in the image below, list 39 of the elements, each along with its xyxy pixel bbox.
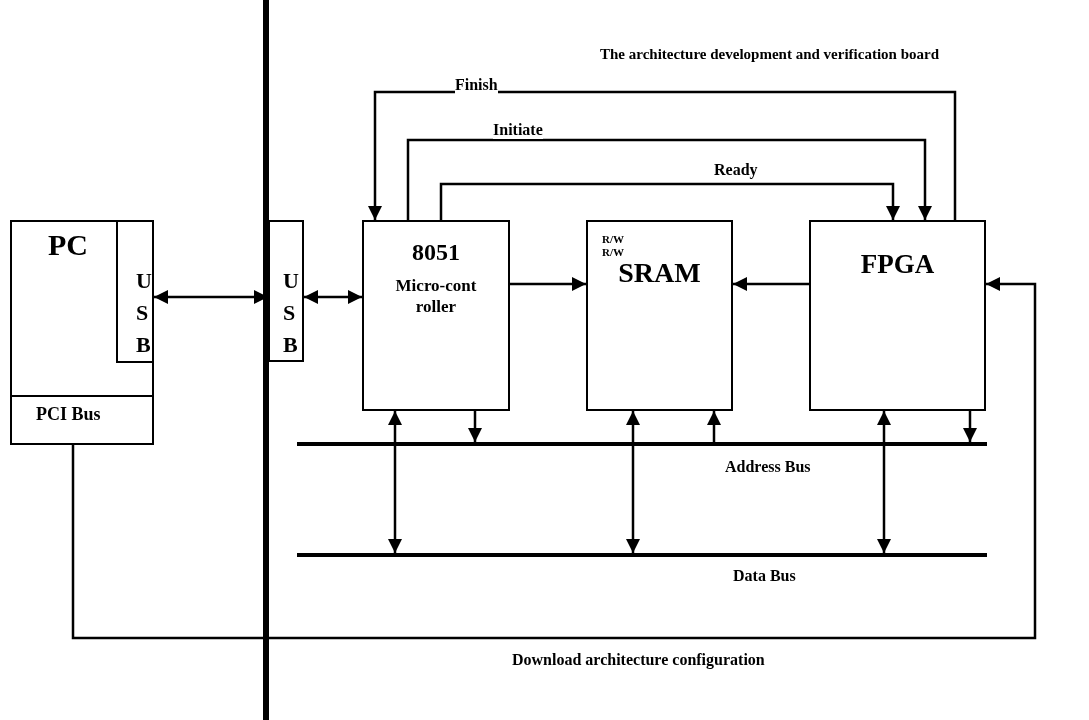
node-label: R/W xyxy=(602,233,624,246)
address-bus-bar xyxy=(297,442,987,446)
arrow xyxy=(368,90,957,220)
fpga-box xyxy=(809,220,986,411)
node-label: SRAM xyxy=(617,258,702,289)
arrow xyxy=(468,411,482,442)
arrow xyxy=(388,411,402,553)
pc-box xyxy=(10,220,154,397)
edge-label: Download architecture configuration xyxy=(512,651,765,669)
arrow xyxy=(439,182,900,220)
arrow xyxy=(877,411,891,553)
sram-box xyxy=(586,220,733,411)
arrow xyxy=(510,277,586,291)
arrow xyxy=(963,411,977,442)
bus-label: Data Bus xyxy=(733,567,796,585)
node-label: USB xyxy=(136,267,153,359)
node-label: 8051 xyxy=(411,239,461,266)
data-bus-bar xyxy=(297,553,987,557)
node-label: PCI Bus xyxy=(36,405,101,425)
bus-label: Address Bus xyxy=(725,458,811,476)
arrow xyxy=(626,411,640,553)
edge-label: Initiate xyxy=(493,121,543,139)
arrow xyxy=(304,290,362,304)
board-title: The architecture development and verification board xyxy=(600,46,939,63)
node-label: R/W xyxy=(602,246,624,259)
edge-label: Ready xyxy=(714,161,758,179)
arrow xyxy=(71,277,1037,640)
node-label: Micro-controller xyxy=(394,275,478,318)
node-label: FPGA xyxy=(859,250,936,280)
usb-port-box xyxy=(268,220,304,362)
arrow xyxy=(707,411,721,442)
pci-bus-box xyxy=(10,395,154,445)
arrow xyxy=(733,277,809,291)
edge-label: Finish xyxy=(455,76,498,94)
arrow xyxy=(406,138,932,220)
node-label: USB xyxy=(283,267,300,359)
microcontroller-box xyxy=(362,220,510,411)
usb-port-box xyxy=(116,220,154,363)
node-title: PC xyxy=(48,228,88,261)
